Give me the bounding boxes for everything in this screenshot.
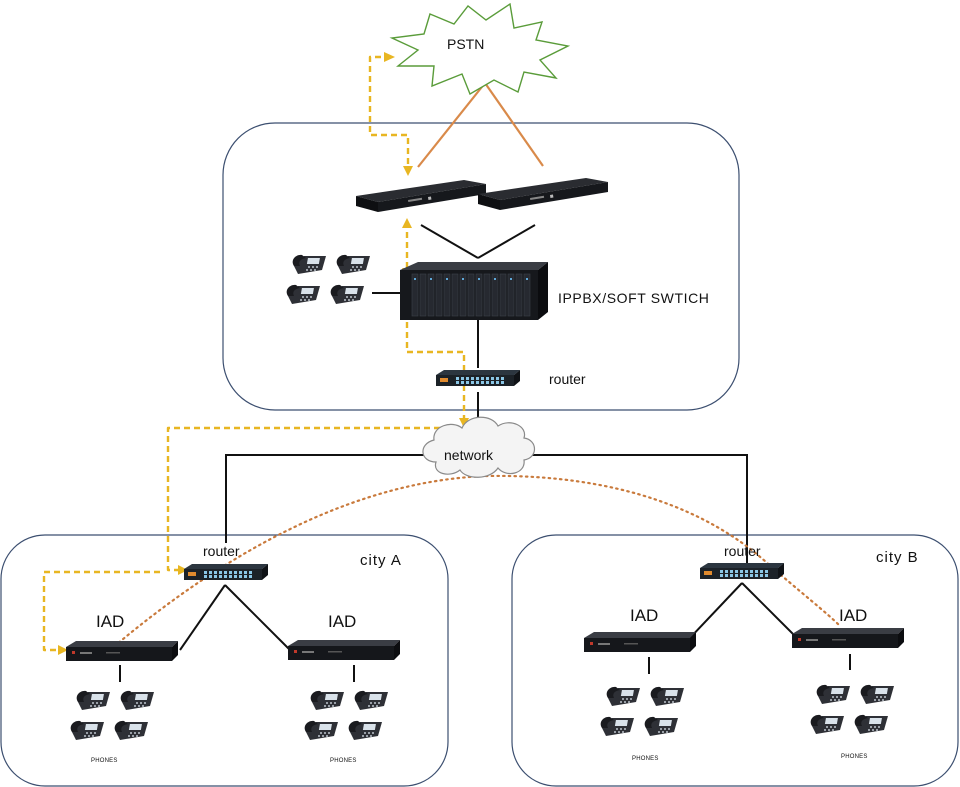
iad-1-icon [66,641,178,661]
network-label: network [444,447,494,463]
iad-4-label: IAD [839,606,868,625]
network-links [119,224,851,682]
iad-3-icon [584,632,696,652]
iad-4-icon [792,628,904,648]
phones-hq-icon [287,255,370,304]
pstn-burst-icon [389,2,571,96]
phones-4-label: PHONES [841,754,868,760]
iad-2-icon [288,640,400,660]
iad-3-label: IAD [630,606,659,625]
router-top-icon [436,370,520,386]
gateway-2-icon [478,178,608,210]
iad-2-label: IAD [328,612,357,631]
ippbx-label: IPPBX/SOFT SWTICH [558,290,710,306]
city-a-region [0,534,449,787]
router-b-icon [700,563,784,579]
phones-3-icon [601,687,684,736]
router-top-label: router [549,371,586,387]
gateway-1-icon [356,180,486,212]
iad-to-iad-call-path [108,474,842,652]
network-cloud-icon [422,416,536,478]
phones-1-label: PHONES [91,758,118,764]
iad-1-label: IAD [96,612,125,631]
router-b-label: router [724,543,761,559]
pstn-trunk-lines [417,82,544,168]
phones-2-label: PHONES [330,758,357,764]
signalling-path [42,55,466,652]
city-b-label: city B [876,549,919,566]
ippbx-server-icon [400,262,548,320]
phones-3-label: PHONES [632,756,659,762]
hq-region [222,122,740,411]
city-a-label: city A [360,552,402,569]
phones-1-icon [71,691,154,740]
pstn-label: PSTN [447,36,485,52]
phones-2-icon [305,691,388,740]
router-a-label: router [203,543,240,559]
router-a-icon [184,564,268,580]
city-b-region [511,534,959,787]
phones-4-icon [811,685,894,734]
